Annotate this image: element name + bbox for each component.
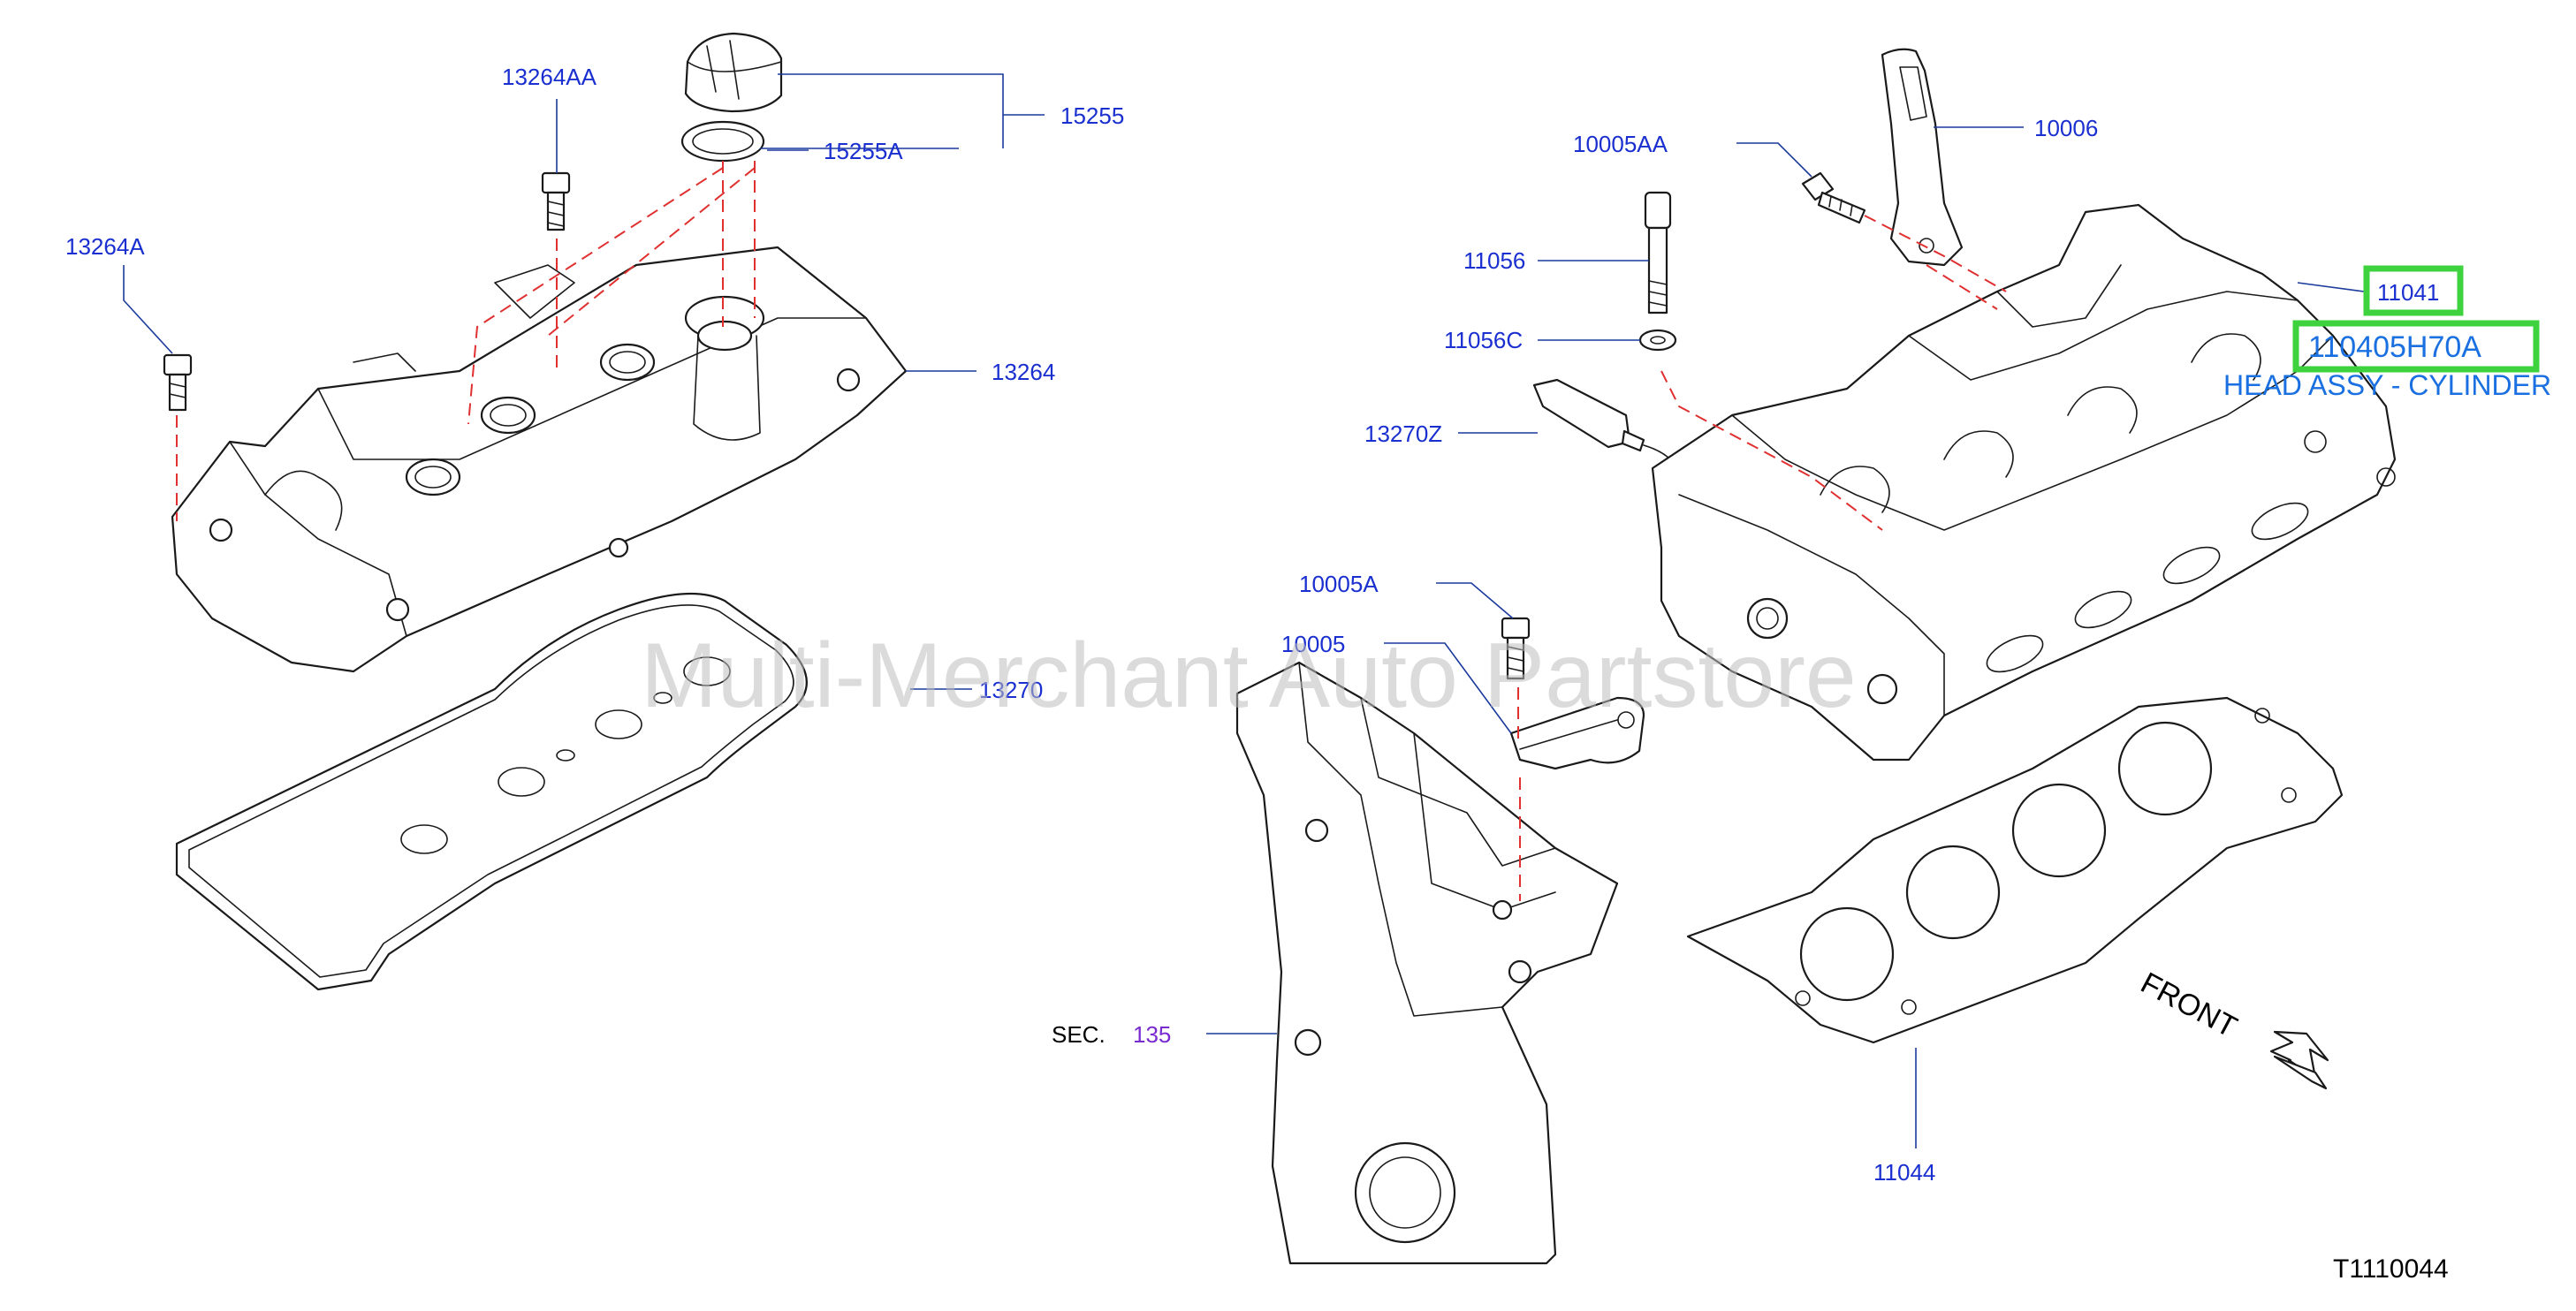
callout-11056[interactable]: 11056	[1463, 247, 1525, 274]
leader-10005	[1384, 642, 1512, 734]
callout-13270Z[interactable]: 13270Z	[1364, 421, 1442, 447]
callout-11041[interactable]: 11041	[2377, 279, 2439, 306]
callout-10005A[interactable]: 10005A	[1299, 571, 1379, 597]
callout-11056C[interactable]: 11056C	[1444, 327, 1523, 353]
rocker-cover-gasket[interactable]	[175, 592, 808, 991]
callout-15255A[interactable]: 15255A	[824, 138, 903, 164]
leader-10005A	[1436, 582, 1514, 619]
part-number-link[interactable]: 110405H70A	[2308, 330, 2481, 364]
callout-13270[interactable]: 13270	[979, 677, 1043, 703]
callout-13264A[interactable]: 13264A	[65, 233, 145, 260]
leader-13264A	[123, 265, 173, 354]
cylinder-head[interactable]	[1651, 203, 2397, 762]
timing-chain-case[interactable]	[1235, 661, 1619, 1265]
part-description-link[interactable]: HEAD ASSY - CYLINDER	[2223, 369, 2551, 401]
callout-10006[interactable]: 10006	[2034, 115, 2098, 141]
lifting-hook-bracket[interactable]	[1881, 48, 1964, 267]
rocker-cover-bolt-top[interactable]	[541, 171, 571, 231]
oil-cap-seal[interactable]	[680, 120, 765, 163]
callout-13264AA[interactable]: 13264AA	[502, 64, 597, 90]
diagram-code: T1110044	[2333, 1254, 2449, 1284]
highlight-box-11041	[2363, 265, 2464, 316]
leader-10005AA	[1736, 142, 1812, 178]
liquid-gasket-tube[interactable]	[1532, 378, 1671, 460]
head-bolt-washer[interactable]	[1638, 329, 1677, 352]
callout-sec-135[interactable]: 135	[1133, 1021, 1171, 1048]
leader-15255	[760, 73, 1045, 149]
rocker-cover-bolt-left[interactable]	[163, 353, 193, 412]
callout-15255[interactable]: 15255	[1060, 102, 1124, 129]
cylinder-head-gasket[interactable]	[1686, 696, 2344, 1044]
callout-sec-label: SEC.	[1052, 1021, 1106, 1048]
watermark: Multi-Merchant Auto Partstore	[641, 625, 1857, 727]
front-direction-arrow	[2269, 1030, 2329, 1090]
highlight-box-part-number	[2292, 320, 2540, 373]
leader-11041	[2297, 282, 2365, 292]
rocker-cover[interactable]	[171, 246, 908, 673]
callout-10005AA[interactable]: 10005AA	[1573, 131, 1668, 157]
callout-13264[interactable]: 13264	[992, 359, 1055, 385]
cylinder-head-bolt[interactable]	[1644, 191, 1672, 314]
bracket-bolt-upper[interactable]	[1801, 171, 1866, 224]
front-label: FRONT	[2135, 966, 2242, 1045]
callout-10005[interactable]: 10005	[1281, 631, 1345, 657]
engine-bracket[interactable]	[1509, 696, 1645, 770]
bracket-bolt[interactable]	[1501, 617, 1531, 680]
oil-filler-cap[interactable]	[684, 32, 783, 113]
callout-11044[interactable]: 11044	[1873, 1159, 1935, 1186]
